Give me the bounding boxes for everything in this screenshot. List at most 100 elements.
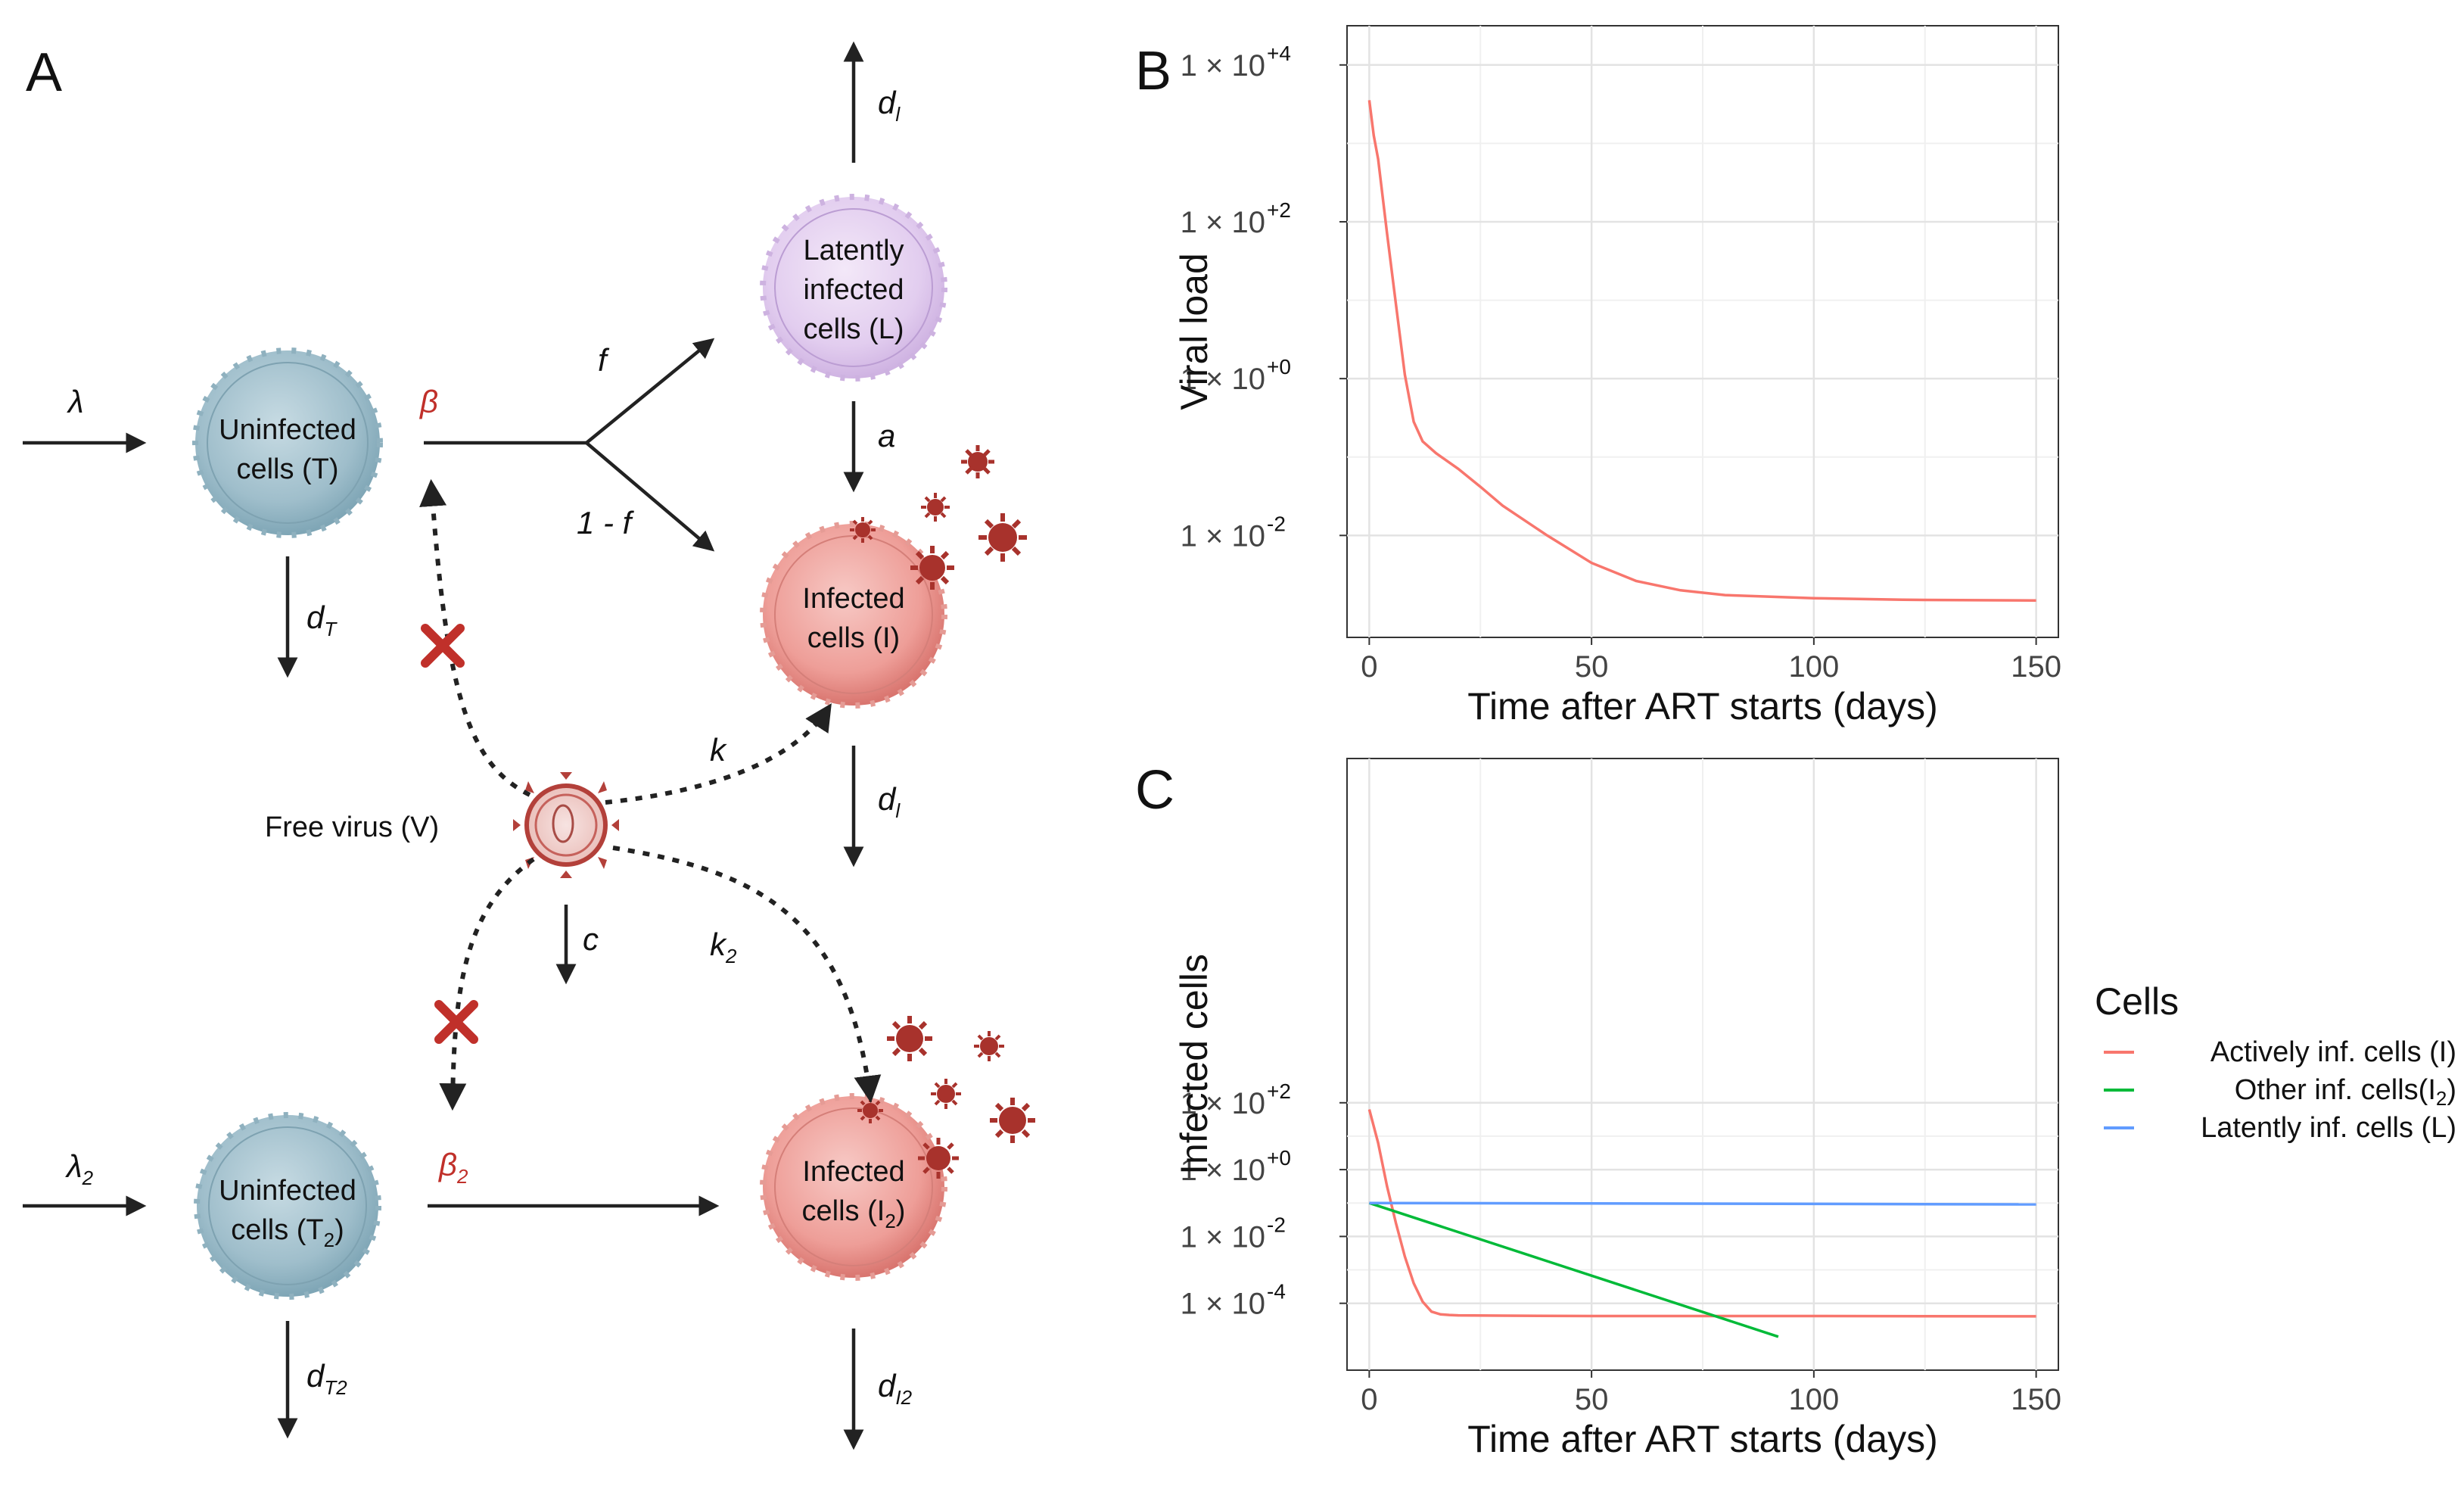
legend-label-2: Latently inf. cells (L) [2201, 1112, 2456, 1144]
dashed-arrow-k [605, 702, 832, 805]
x-tick-label: 50 [1575, 650, 1609, 684]
dashed-arrow-to-beta2 [439, 857, 535, 1111]
y-tick-label: 1 × 10 [1181, 1220, 1265, 1254]
param-dt2: dT2 [306, 1358, 347, 1399]
param-lambda2-base: λ [65, 1148, 82, 1184]
cell-uninfected-t2: Uninfected cells (T2) [194, 1112, 381, 1300]
cell-uninfected-t: Uninfected cells (T) [192, 347, 383, 538]
cell-infected-i2: Infected cells (I2) [760, 1093, 947, 1281]
cell-latent-l: Latently infected cells (L) [760, 194, 947, 382]
cell-i2-line1: Infected [802, 1156, 904, 1188]
y-tick-label: 1 × 10 [1181, 1154, 1265, 1187]
x-tick-label: 50 [1575, 1383, 1609, 1416]
param-di2-base: d [878, 1368, 897, 1403]
param-dt-base: d [306, 600, 325, 635]
param-beta2-sub: 2 [456, 1165, 468, 1188]
legend-label-1: Other inf. cells(I2) [2235, 1074, 2456, 1110]
y-axis-title: Viral load [1173, 253, 1215, 410]
panel-c-letter: C [1135, 760, 1174, 821]
cell-t2-line2: cells (T2) [231, 1214, 344, 1251]
y-tick-label: 1 × 10 [1181, 519, 1265, 553]
series-line-2 [1369, 1201, 2036, 1206]
cell-i-line2: cells (I) [807, 622, 900, 654]
param-di-sub: l [895, 799, 901, 822]
cell-t2-line1: Uninfected [219, 1175, 356, 1207]
y-tick-exponent: +2 [1267, 198, 1291, 222]
panel-a: A Uninfected cells (T) Latently infected… [23, 41, 1035, 1450]
x-tick-label: 100 [1789, 1383, 1840, 1416]
free-virus-icon [513, 772, 619, 878]
arrow-1-minus-f [585, 441, 715, 552]
dashed-arrow-k2 [612, 846, 882, 1104]
cell-i2-line2: cells (I2) [802, 1195, 906, 1232]
cell-i2-close: ) [896, 1195, 906, 1227]
virus-label: Free virus (V) [265, 811, 439, 843]
x-tick-label: 0 [1361, 1383, 1377, 1416]
y-axis-title: Infected cells [1173, 954, 1215, 1175]
param-a: a [878, 418, 895, 453]
series-line-0 [1367, 1109, 2036, 1318]
param-beta: β [418, 384, 438, 419]
param-k2-base: k [710, 927, 727, 962]
arrow-f [585, 338, 715, 444]
panel-a-letter: A [26, 42, 62, 103]
param-k2: k2 [710, 927, 737, 967]
cell-t-line1: Uninfected [219, 414, 356, 446]
y-tick-exponent: +4 [1267, 42, 1291, 65]
param-1-minus-f: 1 - f [577, 505, 635, 540]
cell-i-line1: Infected [802, 583, 904, 615]
panel-b-letter: B [1135, 41, 1171, 101]
param-di2-sub: I2 [895, 1386, 912, 1409]
param-f: f [598, 342, 610, 378]
virions-near-i [850, 445, 1027, 590]
cell-t2-text: cells (T [231, 1214, 323, 1246]
x-tick-label: 150 [2011, 1383, 2061, 1416]
param-dt2-sub: T2 [324, 1376, 347, 1399]
series-line-1 [1368, 1201, 1779, 1338]
param-di-base: d [878, 781, 897, 817]
y-tick-exponent: +0 [1267, 1146, 1291, 1170]
cell-t-line2: cells (T) [236, 453, 338, 485]
param-k: k [710, 732, 727, 768]
cell-i2-text: cells (I [802, 1195, 885, 1227]
cell-l-line1: Latently [803, 235, 904, 266]
cell-infected-i: Infected cells (I) [760, 521, 947, 709]
param-di: dl [878, 781, 901, 822]
y-tick-label: 1 × 10 [1181, 1288, 1265, 1321]
y-tick-exponent: -4 [1267, 1280, 1286, 1304]
x-axis-title: Time after ART starts (days) [1467, 685, 1937, 727]
param-c: c [583, 921, 599, 957]
cell-t2-sub: 2 [324, 1229, 334, 1251]
param-k2-sub: 2 [725, 945, 737, 967]
param-lambda2-sub: 2 [82, 1167, 94, 1189]
legend-label-0: Actively inf. cells (I) [2210, 1036, 2456, 1068]
dashed-arrow-to-beta [419, 478, 531, 797]
param-beta2: β2 [437, 1147, 468, 1188]
cell-t2-close: ) [334, 1214, 344, 1246]
series-line-0 [1367, 100, 2036, 603]
y-tick-label: 1 × 10 [1181, 206, 1265, 239]
param-dt2-base: d [306, 1358, 325, 1394]
blocked-mark-icon [421, 624, 465, 668]
x-tick-label: 0 [1361, 650, 1377, 684]
blocked-mark-icon [434, 1000, 478, 1044]
legend-title: Cells [2095, 980, 2179, 1023]
param-dt-sub: T [324, 618, 338, 640]
y-tick-exponent: +0 [1267, 355, 1291, 378]
x-tick-label: 150 [2011, 650, 2061, 684]
y-tick-label: 1 × 10 [1181, 49, 1265, 83]
x-axis-title: Time after ART starts (days) [1467, 1418, 1937, 1460]
y-tick-exponent: +2 [1267, 1079, 1291, 1103]
param-dl: dl [878, 85, 901, 126]
param-dt: dT [306, 600, 338, 640]
param-lambda2: λ2 [65, 1148, 94, 1189]
x-tick-label: 100 [1789, 650, 1840, 684]
cell-i2-sub: 2 [885, 1210, 895, 1232]
cell-l-line3: cells (L) [803, 313, 904, 345]
